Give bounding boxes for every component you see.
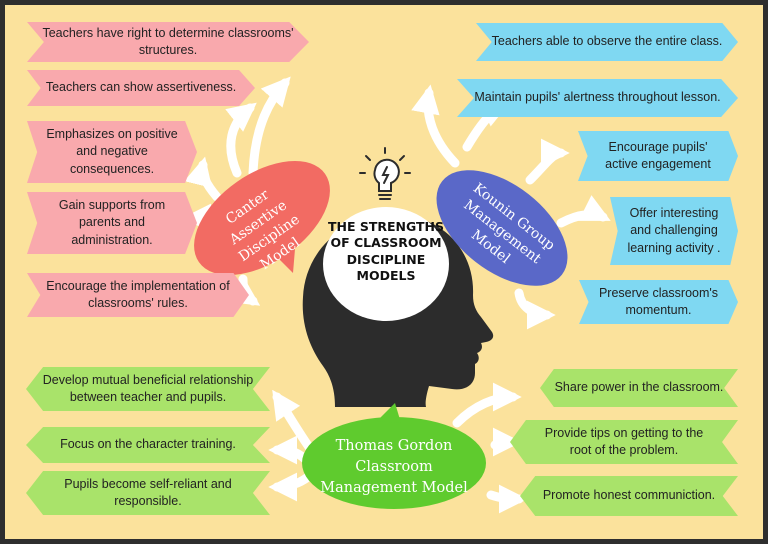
gordon-bubble-label: Thomas Gordon Classroom Management Model (320, 438, 468, 497)
kounin-item: Teachers able to observe the entire clas… (476, 23, 738, 61)
gordon-item: Develop mutual beneficial relationship b… (26, 367, 270, 411)
gordon-item: Focus on the character training. (26, 427, 270, 463)
infographic-canvas: THE STRENGTHS OF CLASSROOM DISCIPLINE MO… (5, 5, 763, 539)
kounin-item: Encourage pupils' active engagement (578, 131, 738, 181)
gordon-item: Promote honest communiction. (520, 476, 738, 516)
gordon-item: Provide tips on getting to the root of t… (510, 420, 738, 464)
kounin-item: Maintain pupils' alertness throughout le… (457, 79, 738, 117)
diagram-graphics (182, 76, 611, 514)
kounin-item: Preserve classroom's momentum. (579, 280, 738, 324)
canter-item: Teachers can show assertiveness. (27, 70, 255, 106)
gordon-item: Share power in the classroom. (540, 369, 738, 407)
gordon-item: Pupils become self-reliant and responsib… (26, 471, 270, 515)
center-title: THE STRENGTHS OF CLASSROOM DISCIPLINE MO… (327, 219, 445, 283)
canter-bubble (194, 160, 330, 276)
gordon-bubble (302, 403, 486, 509)
canter-item: Encourage the implementation of classroo… (27, 273, 249, 317)
canter-item: Emphasizes on positive and negative cons… (27, 121, 197, 183)
light-bulb-icon (359, 147, 411, 200)
canter-item: Gain supports from parents and administr… (27, 192, 197, 254)
kounin-bubble (436, 170, 568, 286)
kounin-item: Offer interesting and challenging learni… (610, 197, 738, 265)
brain-area (323, 207, 449, 321)
canter-item: Teachers have right to determine classro… (27, 22, 309, 62)
